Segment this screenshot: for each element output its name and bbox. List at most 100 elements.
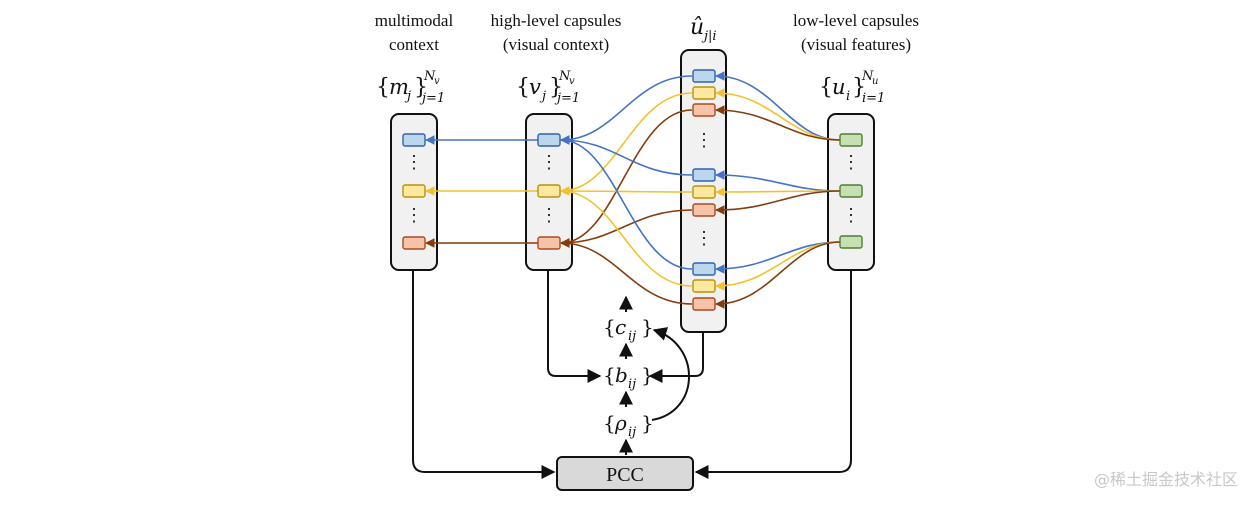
multimodal-label-line1: multimodal <box>375 11 454 30</box>
uhat-capsule-7 <box>692 262 716 276</box>
v-set-label: { v j } N v j=1 <box>516 69 580 106</box>
v-upper-base: N <box>558 69 571 84</box>
uhat-to-v-line-2 <box>560 92 693 196</box>
uhat-capsule-4 <box>692 168 716 182</box>
pcc-box <box>556 456 694 491</box>
v-capsule-2 <box>537 184 561 198</box>
u-to-uhat-line-9 <box>715 241 841 309</box>
uhat-to-v-line-5 <box>560 186 693 196</box>
u-var: u <box>832 75 846 99</box>
u-open-brace: { <box>819 75 833 100</box>
cij-sub: ij <box>628 329 636 344</box>
multimodal-label-line2: context <box>389 35 439 54</box>
m-set-label: { m j } N v j=1 <box>376 69 445 106</box>
ellipsis-v-1: ⋮ <box>540 152 558 172</box>
ellipsis-u-1: ⋮ <box>842 152 860 172</box>
u-to-uhat-line-8 <box>715 241 841 291</box>
v-upper-sub: v <box>569 76 575 87</box>
u-to-uhat-line-4 <box>715 170 841 192</box>
uhat-capsule-6 <box>692 203 716 217</box>
v-close-brace: } <box>549 75 563 100</box>
ellipses: ⋮ ⋮ ⋮ ⋮ ⋮ ⋮ ⋮ ⋮ <box>405 130 860 248</box>
cij-close-brace: } <box>641 315 654 339</box>
high-level-label-line2: (visual context) <box>503 35 609 54</box>
uhat-capsule-2 <box>692 86 716 100</box>
u-lower: i=1 <box>862 91 885 106</box>
pcc-label: PCC <box>606 464 644 486</box>
uhat-capsule-9 <box>692 297 716 311</box>
multimodal-to-pcc-arrow <box>412 270 556 479</box>
u-to-uhat-line-1 <box>715 71 841 141</box>
m-capsule-3 <box>402 236 426 250</box>
bij-open-brace: { <box>603 363 616 387</box>
u-to-uhat-line-3 <box>715 105 841 141</box>
high-level-to-bij-arrow <box>547 270 602 383</box>
u-hat-sub: j|i <box>701 29 717 44</box>
u-capsule-2 <box>839 184 863 198</box>
u-sub: i <box>846 89 850 104</box>
cij-var: c <box>615 315 626 339</box>
low-level-label-line1: low-level capsules <box>793 11 919 30</box>
bij-var: b <box>615 363 628 387</box>
u-set-label: { u i } N u i=1 <box>819 69 885 106</box>
rho-label: { ρ ij } <box>603 411 654 440</box>
u-upper-base: N <box>861 69 874 84</box>
m-capsule-1 <box>402 133 426 147</box>
uhat-to-v-line-3 <box>560 109 693 248</box>
bij-sub: ij <box>628 377 636 392</box>
v-lower: j=1 <box>554 91 580 106</box>
rho-to-cij-curved-arrow <box>651 327 690 421</box>
watermark: @稀土掘金技术社区 <box>1094 470 1238 489</box>
cij-label: { c ij } <box>603 315 654 344</box>
ellipsis-uhat-1: ⋮ <box>695 130 713 150</box>
uhat-to-v-line-1 <box>560 75 693 145</box>
u-upper-sub: u <box>872 76 878 87</box>
uhat-capsule-1 <box>692 69 716 83</box>
ellipsis-u-2: ⋮ <box>842 205 860 225</box>
u-capsule-1 <box>839 133 863 147</box>
rho-close-brace: } <box>641 411 654 435</box>
u-close-brace: } <box>852 75 866 100</box>
uhat-to-v-line-9 <box>560 238 693 305</box>
rho-sub: ij <box>628 425 636 440</box>
uhat-to-v-line-4 <box>560 135 693 176</box>
uhat-capsule-8 <box>692 279 716 293</box>
m-open-brace: { <box>376 75 390 100</box>
v-capsule-1 <box>537 133 561 147</box>
v-capsule-3 <box>537 236 561 250</box>
ellipsis-uhat-2: ⋮ <box>695 228 713 248</box>
ellipsis-m-2: ⋮ <box>405 205 423 225</box>
bij-close-brace: } <box>641 363 654 387</box>
v-sub: j <box>539 89 546 104</box>
m-var: m <box>389 75 409 99</box>
ellipsis-m-1: ⋮ <box>405 152 423 172</box>
u-to-uhat-line-2 <box>715 88 841 141</box>
uhat-to-v-line-7 <box>560 135 693 270</box>
uhat-to-v-line-8 <box>560 186 693 287</box>
m-upper-base: N <box>423 69 436 84</box>
routing-lines <box>425 71 841 309</box>
m-close-brace: } <box>414 75 428 100</box>
v-open-brace: { <box>516 75 530 100</box>
uhat-capsule-3 <box>692 103 716 117</box>
high-level-label-line1: high-level capsules <box>491 11 622 30</box>
u-to-uhat-line-6 <box>715 190 841 215</box>
prediction-to-bij-arrow <box>648 332 704 383</box>
u-hat-label: û j|i <box>690 15 717 44</box>
cij-open-brace: { <box>603 315 616 339</box>
rho-var: ρ <box>614 411 627 435</box>
m-capsule-2 <box>402 184 426 198</box>
ellipsis-v-2: ⋮ <box>540 205 558 225</box>
low-level-label-line2: (visual features) <box>801 35 911 54</box>
m-upper-sub: v <box>434 76 440 87</box>
u-hat-var: û <box>690 15 704 40</box>
m-sub: j <box>404 89 411 104</box>
m-lower: j=1 <box>419 91 445 106</box>
uhat-to-v-line-6 <box>560 209 693 248</box>
u-capsule-3 <box>839 235 863 249</box>
capsule-boxes <box>402 69 863 311</box>
rho-open-brace: { <box>603 411 616 435</box>
low-level-to-pcc-arrow <box>694 270 852 479</box>
v-var: v <box>529 75 541 99</box>
